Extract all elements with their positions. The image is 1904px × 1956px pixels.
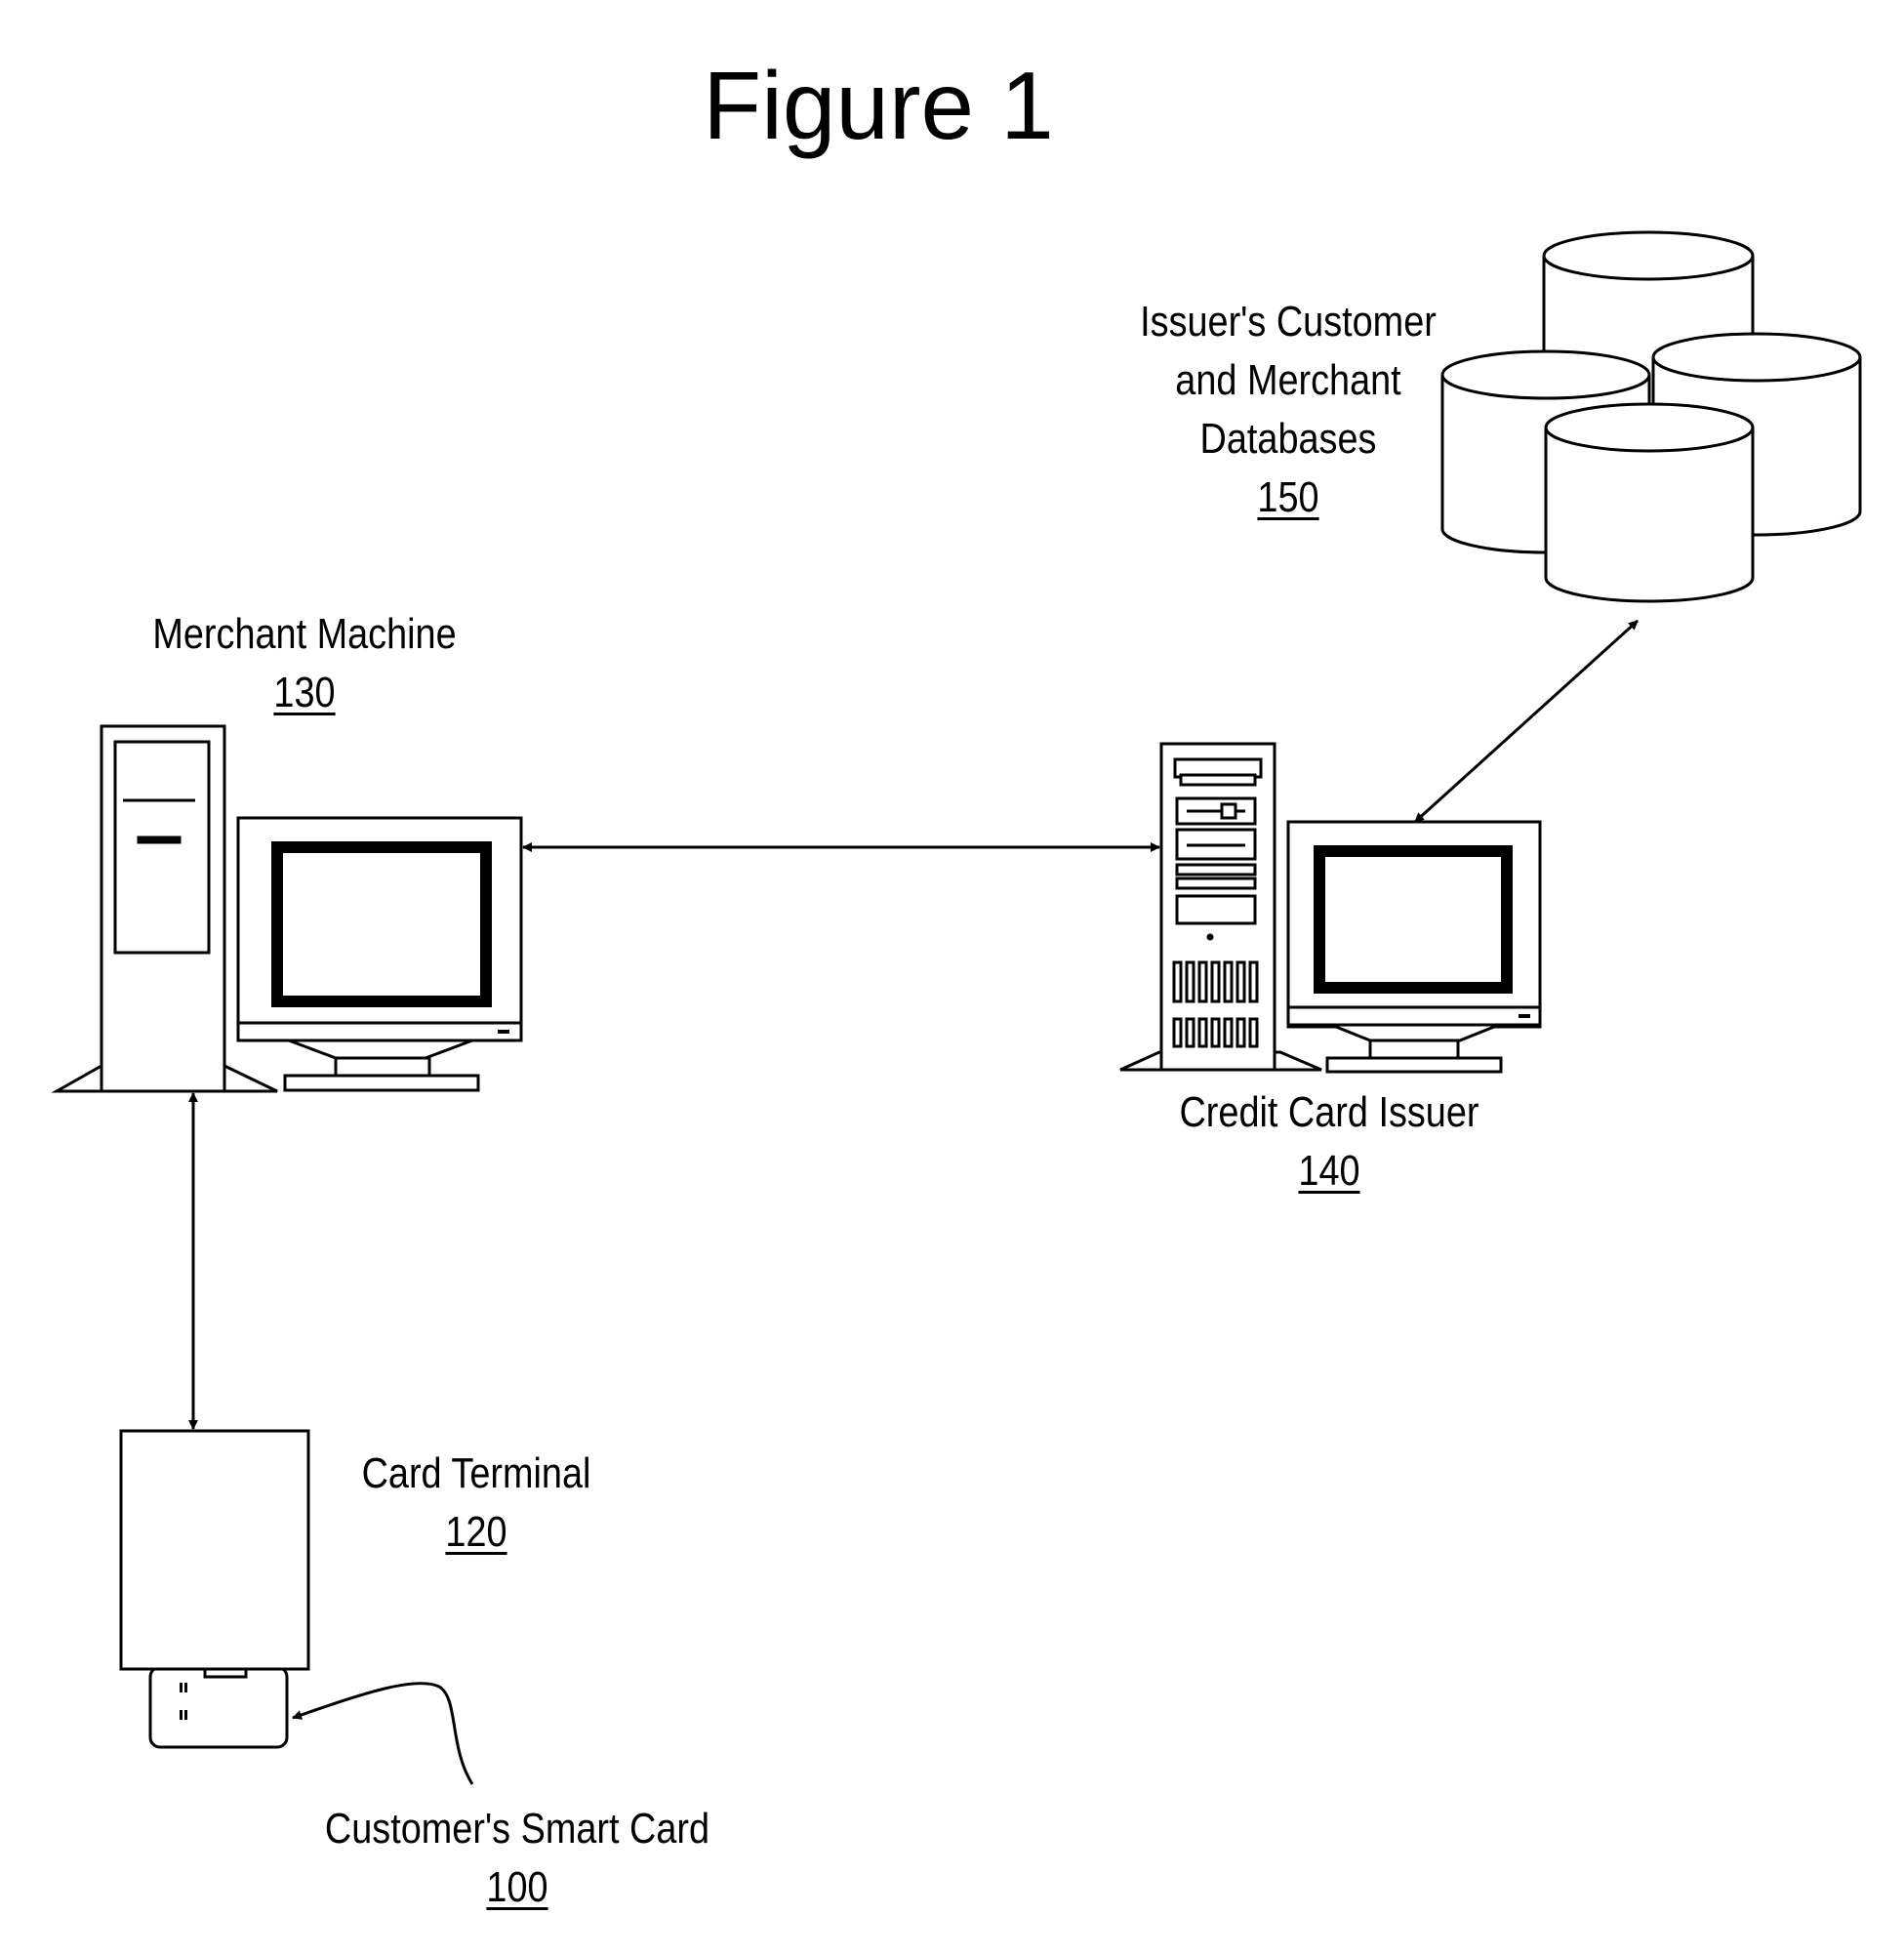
card-terminal-device: [119, 1429, 310, 1749]
credit-card-issuer-label: Credit Card Issuer 140: [1161, 1083, 1497, 1201]
issuer-server-icon: [1119, 742, 1542, 1074]
smart-card-label: Customer's Smart Card 100: [316, 1800, 719, 1917]
arrow-smartcard-callout: [292, 1682, 474, 1785]
figure-title: Figure 1: [703, 52, 1054, 159]
database-cylinder-front: [1544, 402, 1755, 603]
smart-card-chip-marks: [180, 1683, 187, 1720]
databases-label-line3: Databases: [1199, 415, 1377, 463]
merchant-machine-ref-number: 130: [273, 669, 336, 716]
databases-label-line2: and Merchant: [1175, 356, 1401, 404]
merchant-machine-label: Merchant Machine 130: [137, 605, 472, 722]
credit-card-issuer-name: Credit Card Issuer: [1179, 1088, 1479, 1136]
server-vent-slots: [1172, 960, 1259, 1048]
smart-card-ref-number: 100: [486, 1863, 548, 1911]
databases-ref-number: 150: [1257, 473, 1319, 521]
merchant-machine-name: Merchant Machine: [152, 610, 457, 658]
card-terminal-icon: [119, 1429, 310, 1671]
smart-card-name: Customer's Smart Card: [324, 1805, 710, 1853]
databases-label-line1: Issuer's Customer: [1140, 298, 1437, 346]
databases-label: Issuer's Customer and Merchant Databases…: [1120, 293, 1456, 527]
database-cylinders-icon: [1440, 230, 1862, 603]
card-terminal-ref-number: 120: [445, 1508, 507, 1556]
card-terminal-label: Card Terminal 120: [308, 1445, 644, 1562]
smart-card-icon: [148, 1665, 289, 1749]
connector-arrows: [188, 619, 1640, 1785]
arrow-issuer-databases: [1413, 619, 1640, 824]
merchant-computer-icon: [51, 724, 523, 1093]
credit-card-issuer-ref-number: 140: [1298, 1147, 1360, 1195]
card-terminal-name: Card Terminal: [361, 1449, 591, 1497]
